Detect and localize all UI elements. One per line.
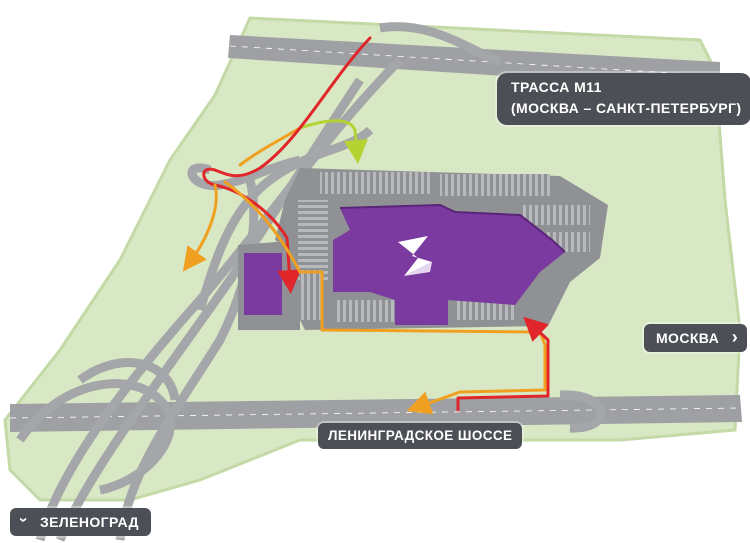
route-orange-left — [182, 183, 218, 272]
moscow-direction-label[interactable]: МОСКВА › — [644, 324, 748, 352]
route-red-bottom — [456, 316, 550, 412]
zelenograd-direction-label[interactable]: › ЗЕЛЕНОГРАД — [10, 508, 151, 536]
mall-building — [333, 205, 565, 325]
route-lime — [298, 119, 368, 164]
z-logo-icon — [398, 236, 432, 276]
secondary-building — [244, 253, 282, 315]
chevron-right-icon: › — [731, 327, 739, 347]
leningradskoe-shosse — [10, 395, 742, 432]
chevron-down-icon: › — [14, 517, 32, 523]
routes — [182, 36, 550, 415]
route-orange-top — [238, 126, 302, 167]
zelenograd-label-text: ЗЕЛЕНОГРАД — [40, 514, 139, 530]
m11-highway-label: ТРАССА М11 (МОСКВА – САНКТ-ПЕТЕРБУРГ) — [497, 73, 750, 125]
m11-highway-title: ТРАССА М11 — [511, 79, 602, 95]
leningradskoe-shosse-text: ЛЕНИНГРАДСКОЕ ШОССЕ — [328, 428, 513, 443]
route-red-loop — [202, 167, 302, 294]
leningradskoe-shosse-label: ЛЕНИНГРАДСКОЕ ШОССЕ — [318, 423, 523, 449]
m11-highway-subtitle: (МОСКВА – САНКТ-ПЕТЕРБУРГ) — [511, 100, 742, 116]
moscow-label-text: МОСКВА — [656, 330, 720, 346]
route-red-top — [213, 36, 372, 178]
